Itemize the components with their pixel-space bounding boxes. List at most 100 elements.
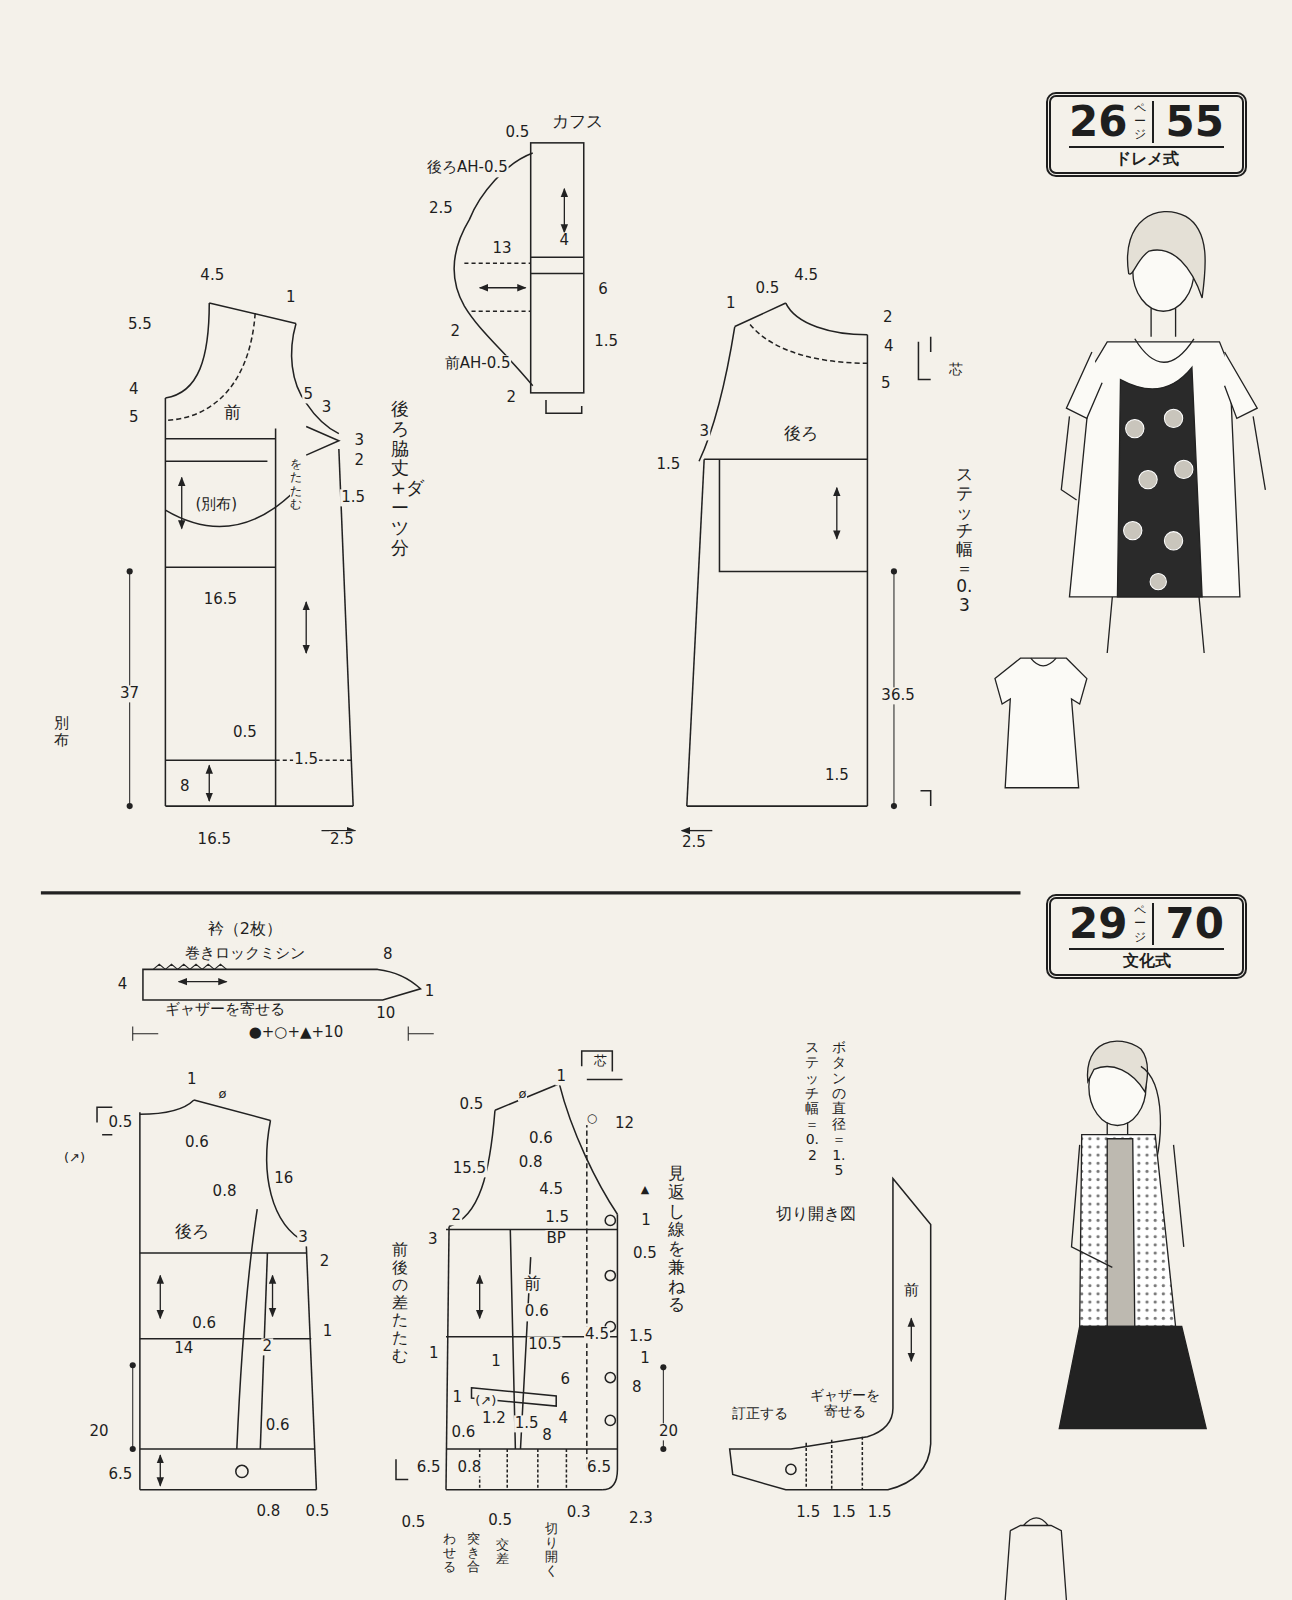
pattern-label: 8 bbox=[382, 947, 394, 964]
back-piece-top bbox=[918, 337, 930, 380]
pattern-label: 1 bbox=[725, 295, 737, 312]
grainline bbox=[836, 488, 837, 539]
pattern-label: 前後の差たたむ bbox=[392, 1240, 408, 1365]
cuff-piece bbox=[546, 400, 582, 413]
pattern-label: 0.8 bbox=[255, 1504, 281, 1521]
dimension-dots bbox=[127, 803, 133, 809]
back-piece-bottom bbox=[140, 1338, 311, 1340]
dimension-dots bbox=[127, 568, 133, 574]
illustration-tunic bbox=[1126, 419, 1144, 437]
pattern-label: 前 bbox=[903, 1282, 920, 1299]
back-piece-bottom bbox=[140, 1100, 194, 1114]
pattern-label: 交差 bbox=[496, 1537, 509, 1568]
pattern-label: 14 bbox=[173, 1341, 194, 1358]
pattern-label: ステッチ幅＝0.3 bbox=[956, 464, 973, 616]
pattern-label: ▲ bbox=[640, 1184, 650, 1197]
pattern-label: 0.5 bbox=[755, 280, 781, 297]
front-piece-top bbox=[292, 323, 339, 433]
back-piece-bottom bbox=[306, 1243, 316, 1490]
pattern-label: 4.5 bbox=[199, 267, 225, 284]
pattern-label: 0.5 bbox=[504, 124, 530, 141]
illustration-vest bbox=[1087, 1041, 1147, 1092]
back-piece-top bbox=[867, 335, 869, 806]
front-piece-bottom bbox=[605, 1270, 615, 1280]
pattern-label: 20 bbox=[88, 1423, 109, 1440]
illustration-vest bbox=[1107, 1139, 1135, 1327]
pattern-label: 2 bbox=[319, 1254, 331, 1271]
pattern-label: 1 bbox=[490, 1354, 502, 1371]
pattern-label: (↗) bbox=[474, 1394, 497, 1409]
front-piece-bottom bbox=[559, 1084, 617, 1215]
pattern-label: 4 bbox=[128, 381, 140, 398]
illustration-tunic bbox=[1124, 409, 1193, 590]
pattern-label: 16.5 bbox=[197, 831, 232, 848]
pattern-label: 1 bbox=[639, 1351, 651, 1368]
illustration-vest bbox=[1024, 1518, 1048, 1526]
illustration-tunic bbox=[995, 212, 1265, 788]
pattern-label: 2 bbox=[353, 453, 365, 470]
pattern-label: 12 bbox=[614, 1115, 635, 1132]
divider bbox=[41, 891, 1021, 894]
front-piece-bottom bbox=[605, 1415, 615, 1425]
grainline bbox=[272, 1276, 273, 1317]
back-piece-top bbox=[750, 324, 867, 363]
pattern-label: 突き合 bbox=[467, 1531, 480, 1576]
pattern-label: 10 bbox=[375, 1006, 396, 1023]
front-piece-top bbox=[130, 303, 353, 806]
pattern-label: 前AH-0.5 bbox=[444, 356, 512, 373]
page-number: 29 bbox=[1069, 903, 1127, 945]
drafting-method: 文化式 bbox=[1069, 948, 1224, 972]
back-piece-top bbox=[699, 327, 735, 462]
pattern-label: 0.5 bbox=[107, 1114, 133, 1131]
grainline bbox=[306, 602, 307, 653]
front-piece-top bbox=[165, 303, 209, 398]
illustration-tunic bbox=[1128, 212, 1206, 298]
pattern-label: 4.5 bbox=[793, 267, 819, 284]
back-piece-top bbox=[704, 458, 867, 460]
pattern-label: 0.5 bbox=[400, 1514, 426, 1531]
grainline bbox=[479, 1276, 480, 1319]
pattern-label: 訂正する bbox=[731, 1405, 789, 1421]
back-piece-bottom bbox=[140, 1448, 314, 1450]
front-piece-top bbox=[165, 438, 275, 440]
pattern-label: 1.5 bbox=[340, 489, 366, 506]
illustration-vest bbox=[1072, 1145, 1184, 1267]
front-piece-top bbox=[165, 398, 167, 806]
grainline bbox=[179, 981, 227, 982]
pattern-label: 0.6 bbox=[528, 1130, 554, 1147]
pattern-label: ø bbox=[518, 1087, 528, 1102]
pattern-label: 0.8 bbox=[518, 1155, 544, 1172]
pattern-label: 8 bbox=[631, 1379, 643, 1396]
illustration-tunic bbox=[1061, 416, 1265, 653]
illustration-tunic bbox=[1124, 521, 1142, 539]
pattern-label: 1.5 bbox=[628, 1328, 654, 1345]
pattern-label: (↗) bbox=[63, 1151, 86, 1166]
illustration-tunic bbox=[1150, 573, 1166, 589]
collar-piece bbox=[143, 969, 421, 1000]
pattern-label: 2.5 bbox=[329, 831, 355, 848]
pattern-label: 6.5 bbox=[107, 1466, 133, 1483]
pattern-label: 1.5 bbox=[544, 1209, 570, 1226]
pattern-label: 1 bbox=[428, 1346, 440, 1363]
front-piece-top bbox=[165, 567, 275, 569]
illustration-tunic bbox=[1151, 308, 1175, 337]
pattern-label: 2 bbox=[450, 1208, 462, 1225]
dimension-dots bbox=[127, 568, 897, 1452]
pattern-label: 切り開く bbox=[545, 1521, 558, 1580]
pattern-label: 0.6 bbox=[191, 1315, 217, 1332]
grainline bbox=[160, 1276, 161, 1319]
front-piece-bottom bbox=[396, 1459, 408, 1479]
page-mark: ページ bbox=[1134, 904, 1146, 944]
pattern-label: 2 bbox=[262, 1338, 274, 1355]
cuff-piece bbox=[464, 263, 530, 311]
pattern-label: ø bbox=[217, 1087, 227, 1102]
front-piece-bottom bbox=[582, 1051, 623, 1080]
pattern-label: 13 bbox=[492, 240, 513, 257]
pattern-label: ステッチ幅＝0.2 bbox=[805, 1039, 819, 1164]
page-number: 70 bbox=[1152, 903, 1224, 945]
pattern-label: 6.5 bbox=[586, 1459, 612, 1476]
divider bbox=[41, 891, 1021, 894]
pattern-label: 2.5 bbox=[428, 201, 454, 218]
back-piece-top bbox=[920, 791, 930, 806]
pattern-label: ●+○+▲+10 bbox=[248, 1024, 345, 1041]
